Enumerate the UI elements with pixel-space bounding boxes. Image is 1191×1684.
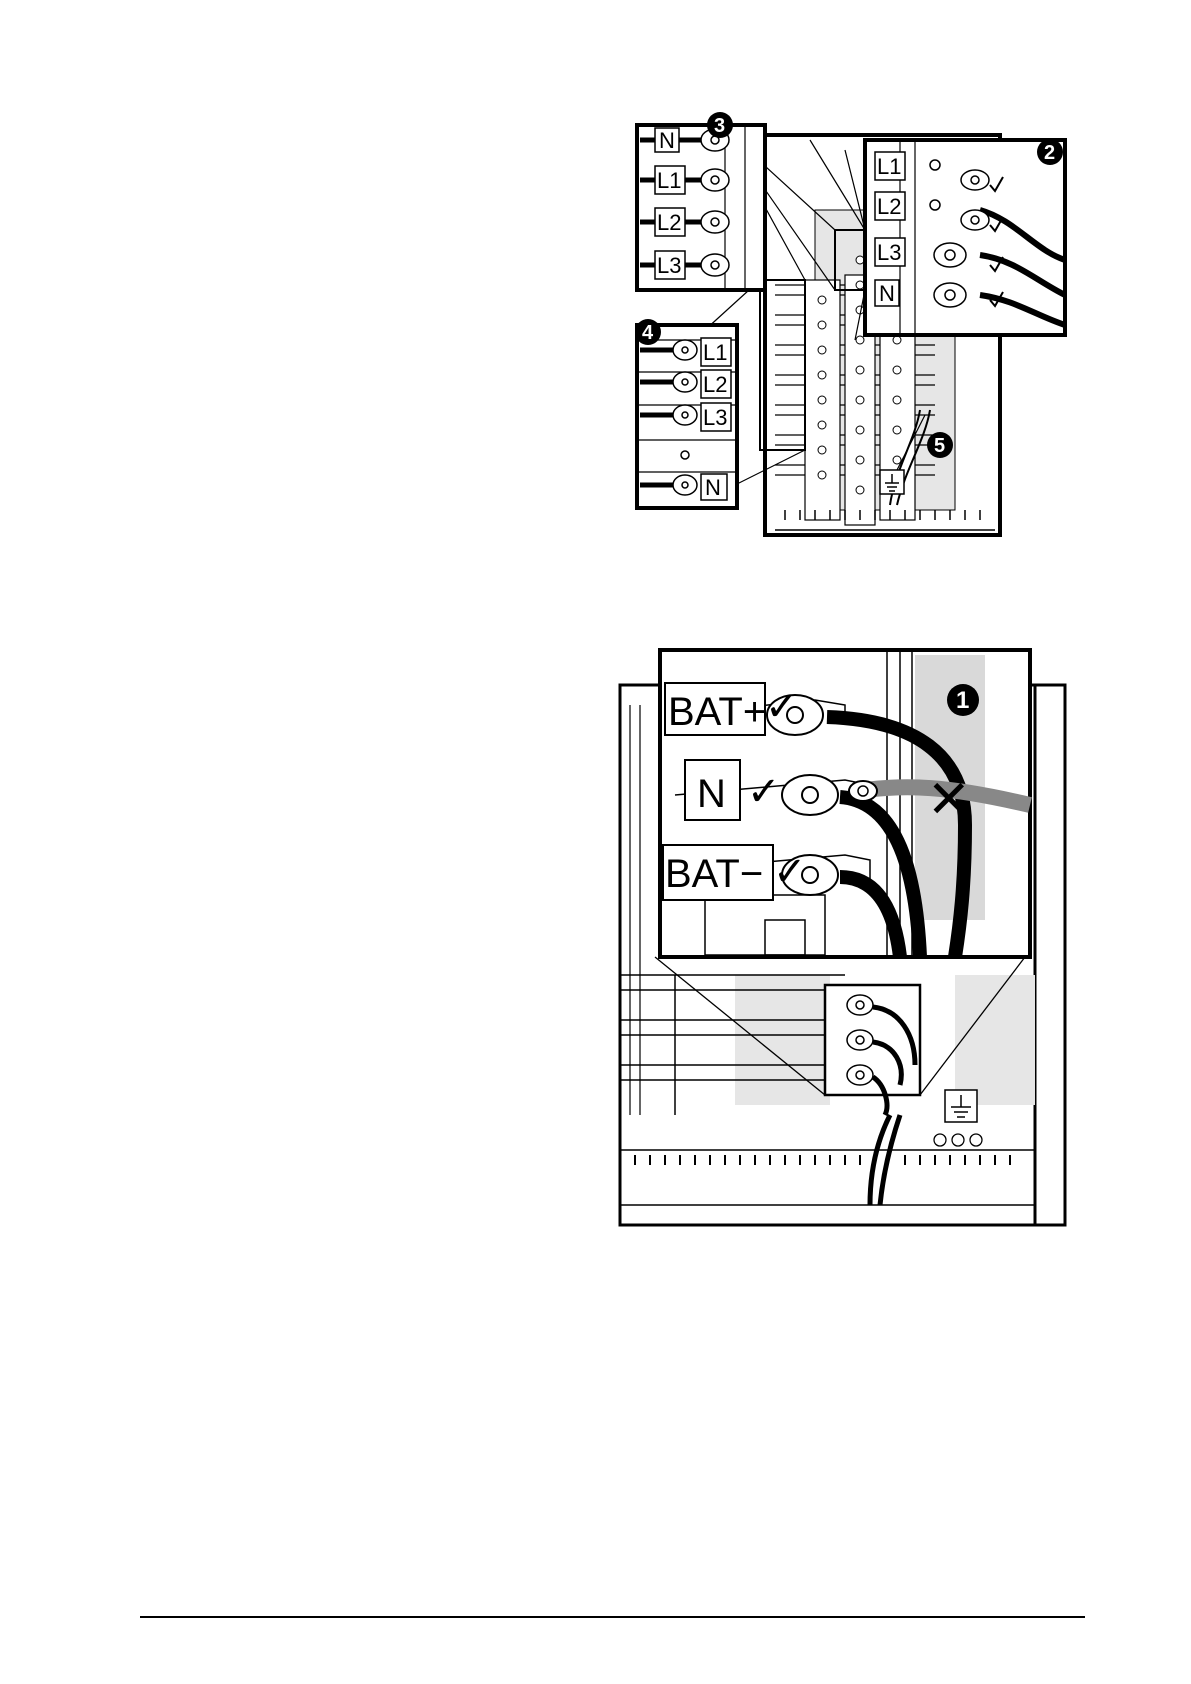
svg-text:3: 3 [714, 115, 725, 137]
inset-3: N L1 L2 L3 [637, 125, 765, 290]
inset-4: L1 L2 L3 N [637, 325, 737, 508]
inset-3-label: L1 [657, 168, 681, 193]
figure-bottom-diagram: ✕ BAT+ N BAT− ✓ ✓ ✓ 1 [615, 645, 1075, 1235]
inset-4-label: L3 [703, 405, 727, 430]
inset-3-label: L3 [657, 253, 681, 278]
footer-rule [140, 1616, 1085, 1618]
cross-mark: ✕ [927, 770, 971, 830]
svg-text:✓: ✓ [747, 769, 781, 815]
callout-1: 1 [947, 684, 979, 716]
figure-top-diagram: N L1 L2 L3 L1 L2 L3 [635, 110, 1075, 545]
inset-2-label: L3 [877, 240, 901, 265]
inset-3-label: L2 [657, 210, 681, 235]
callout-2: 2 [1037, 139, 1063, 165]
label-bat-plus: BAT+ [668, 690, 766, 734]
inset-3-label: N [659, 128, 675, 153]
inset-2-label: N [879, 281, 895, 306]
svg-text:✓: ✓ [765, 684, 799, 730]
svg-text:1: 1 [956, 687, 969, 714]
svg-text:5: 5 [934, 435, 945, 457]
inset-4-label: N [705, 475, 721, 500]
callout-5: 5 [927, 432, 953, 458]
label-n: N [697, 772, 726, 816]
svg-text:✓: ✓ [773, 849, 807, 895]
inset-1: ✕ BAT+ N BAT− ✓ ✓ ✓ 1 [660, 650, 1030, 957]
inset-4-label: L2 [703, 372, 727, 397]
svg-text:2: 2 [1044, 142, 1055, 164]
callout-4: 4 [635, 319, 661, 345]
inset-2-label: L2 [877, 194, 901, 219]
inset-2: L1 L2 L3 N [865, 140, 1065, 335]
svg-text:4: 4 [642, 322, 654, 344]
inset-4-label: L1 [703, 340, 727, 365]
inset-2-label: L1 [877, 154, 901, 179]
label-bat-minus: BAT− [665, 852, 763, 896]
callout-3: 3 [707, 112, 733, 138]
